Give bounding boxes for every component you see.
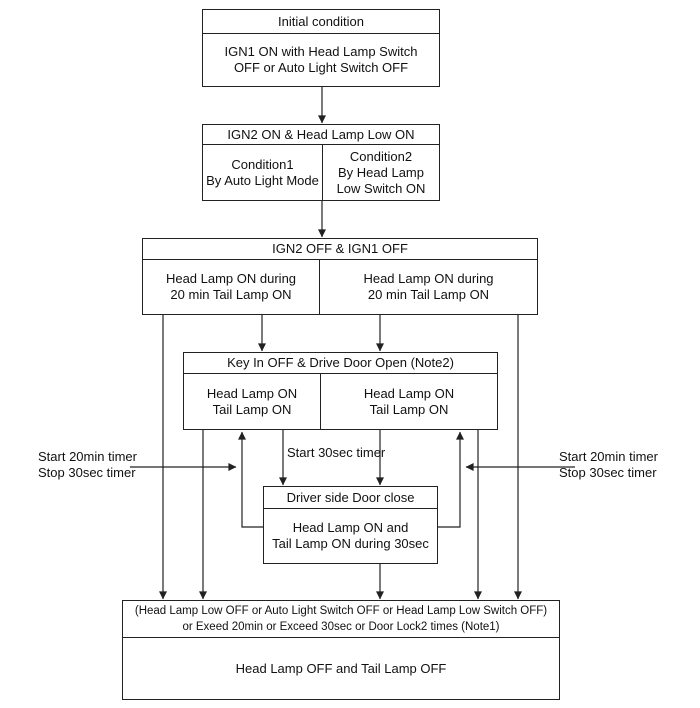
condition1-desc: By Auto Light Mode	[206, 172, 319, 188]
ign2off-left-cell: Head Lamp ON during 20 min Tail Lamp ON	[143, 260, 320, 314]
keyin-left-line2: Tail Lamp ON	[212, 401, 292, 417]
box-initial-condition: Initial condition IGN1 ON with Head Lamp…	[202, 9, 440, 87]
timer-note-right-line1: Start 20min timer	[559, 449, 658, 464]
lamp-off-result-text: Head Lamp OFF and Tail Lamp OFF	[235, 660, 447, 676]
keyin-right-line2: Tail Lamp ON	[369, 401, 449, 417]
box-door-close-header: Driver side Door close	[264, 487, 437, 509]
box-lamp-off-header: (Head Lamp Low OFF or Auto Light Switch …	[123, 601, 559, 638]
keyin-right-cell: Head Lamp ON Tail Lamp ON	[321, 374, 497, 429]
ign2off-left-line1: Head Lamp ON during	[165, 271, 297, 286]
lamp-off-condition-line2: or Exeed 20min or Exceed 30sec or Door L…	[182, 621, 500, 633]
box-key-in-off: Key In OFF & Drive Door Open (Note2) Hea…	[183, 352, 498, 430]
condition2-desc-line1: By Head Lamp	[338, 164, 424, 180]
connector-doorclose-to-keyin-left	[238, 431, 263, 528]
box-initial-condition-header: Initial condition	[203, 10, 439, 34]
box-ign2-off: IGN2 OFF & IGN1 OFF Head Lamp ON during …	[142, 238, 538, 315]
door-close-text-line2: Tail Lamp ON during 30sec	[272, 536, 429, 551]
box-ign2-on: IGN2 ON & Head Lamp Low ON Condition1 By…	[202, 124, 440, 201]
door-close-text-line1: Head Lamp ON and	[292, 520, 409, 535]
keyin-left-cell: Head Lamp ON Tail Lamp ON	[184, 374, 321, 429]
box-key-in-off-header: Key In OFF & Drive Door Open (Note2)	[184, 353, 497, 374]
keyin-left-line1: Head Lamp ON	[206, 385, 298, 401]
connector-doorclose-to-keyin-right	[438, 431, 464, 528]
lamp-off-condition-line1: (Head Lamp Low OFF or Auto Light Switch …	[134, 605, 548, 617]
ign2off-right-line2: 20 min Tail Lamp ON	[367, 287, 490, 302]
ign2off-right-cell: Head Lamp ON during 20 min Tail Lamp ON	[320, 260, 537, 314]
box-lamp-off: (Head Lamp Low OFF or Auto Light Switch …	[122, 600, 560, 700]
timer-note-left: Start 20min timer Stop 30sec timer	[38, 449, 137, 481]
condition1-cell: Condition1 By Auto Light Mode	[203, 145, 323, 200]
timer-note-right-line2: Stop 30sec timer	[559, 465, 657, 480]
keyin-right-line1: Head Lamp ON	[363, 385, 455, 401]
initial-condition-text-line1: IGN1 ON with Head Lamp Switch	[224, 44, 418, 59]
timer-note-middle-line1: Start 30sec timer	[287, 445, 386, 460]
condition2-desc-line2: Low Switch ON	[336, 180, 426, 196]
condition2-cell: Condition2 By Head Lamp Low Switch ON	[323, 145, 439, 200]
condition1-title: Condition1	[231, 156, 294, 172]
box-door-close: Driver side Door close Head Lamp ON and …	[263, 486, 438, 564]
box-ign2-off-header: IGN2 OFF & IGN1 OFF	[143, 239, 537, 260]
initial-condition-text-line2: OFF or Auto Light Switch OFF	[233, 60, 409, 75]
timer-note-right: Start 20min timer Stop 30sec timer	[559, 449, 658, 481]
timer-note-middle: Start 30sec timer	[287, 445, 385, 461]
condition2-title: Condition2	[349, 148, 413, 164]
timer-note-left-line2: Stop 30sec timer	[38, 465, 136, 480]
box-ign2-on-header: IGN2 ON & Head Lamp Low ON	[203, 125, 439, 145]
ign2off-right-line1: Head Lamp ON during	[363, 271, 494, 286]
timer-note-left-line1: Start 20min timer	[38, 449, 137, 464]
ign2off-left-line2: 20 min Tail Lamp ON	[170, 287, 292, 302]
